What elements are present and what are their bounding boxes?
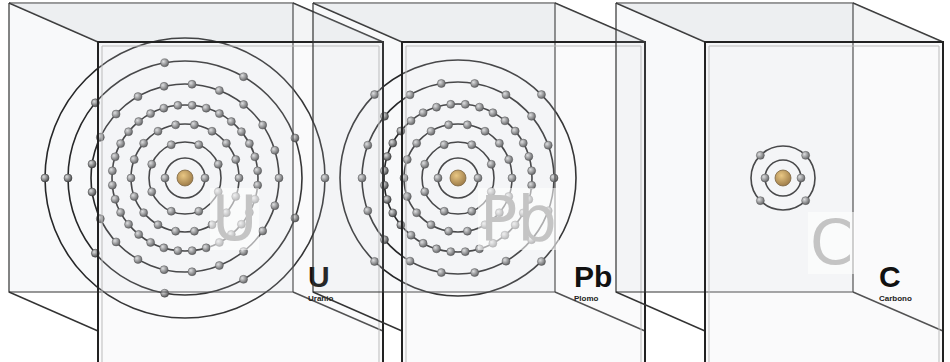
element-tag: PbPlomo bbox=[574, 262, 612, 304]
element-name: Carbono bbox=[879, 294, 912, 304]
element-symbol: Pb bbox=[574, 262, 612, 292]
glass-cube: C Carbono bbox=[615, 0, 945, 362]
element-name: Plomo bbox=[574, 294, 598, 304]
cube-outline bbox=[312, 0, 647, 362]
element-tag: C Carbono bbox=[879, 262, 912, 304]
element-symbol: C bbox=[879, 262, 901, 292]
cube-outline bbox=[615, 0, 945, 362]
ghost-letter: Pb bbox=[478, 188, 559, 250]
glass-cube: PbPlomo bbox=[312, 0, 647, 362]
ghost-letter: U bbox=[210, 188, 259, 250]
ghost-letter: C bbox=[808, 212, 855, 274]
